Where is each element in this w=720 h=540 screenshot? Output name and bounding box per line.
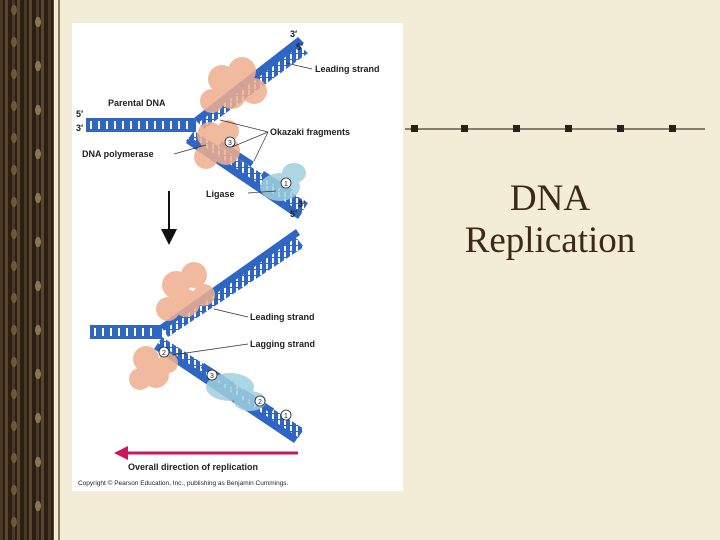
dna-polymerase-bottom-leading — [156, 262, 215, 321]
slide-title: DNA Replication — [415, 178, 685, 262]
bottom-duplex-rungs — [94, 328, 152, 336]
bottom-leader-lines — [171, 308, 249, 356]
bottom-marker-2: 2 — [254, 395, 266, 407]
parental-duplex-top — [86, 118, 196, 132]
svg-text:1: 1 — [284, 181, 288, 188]
end-5-bottom: 5′ — [290, 209, 297, 219]
decorative-texture-band — [0, 0, 54, 540]
bottom-replication-fork: 2 3 2 1 Leading strand — [90, 229, 315, 443]
bottom-marker-2b: 2 — [158, 346, 170, 358]
svg-text:3: 3 — [228, 140, 232, 147]
bottom-marker-1: 1 — [280, 409, 292, 421]
svg-text:3: 3 — [210, 373, 214, 380]
label-dna-polymerase: DNA polymerase — [82, 149, 154, 159]
figure-svg: 3 1 3′ 5′ Leading strand — [76, 29, 380, 487]
dotted-divider — [405, 125, 705, 132]
end-5-top: 5′ — [296, 42, 303, 52]
parental-duplex-rungs — [90, 121, 188, 129]
label-okazaki-fragments: Okazaki fragments — [270, 127, 350, 137]
label-leading-strand-bottom: Leading strand — [250, 312, 315, 322]
top-leader-lines — [173, 62, 313, 194]
title-line-2: Replication — [464, 220, 636, 261]
dna-polymerase-bottom-lagging — [129, 346, 178, 390]
svg-text:1: 1 — [284, 413, 288, 420]
end-3-top: 3′ — [290, 29, 297, 39]
marker-1: 1 — [280, 177, 292, 189]
title-line-1: DNA — [509, 178, 591, 219]
label-lagging-strand: Lagging strand — [250, 339, 315, 349]
end-3-left: 3′ — [76, 123, 83, 133]
label-ligase: Ligase — [206, 189, 235, 199]
label-parental-dna: Parental DNA — [108, 98, 166, 108]
label-overall-direction: Overall direction of replication — [128, 462, 258, 472]
copyright-text: Copyright © Pearson Education, Inc., pub… — [78, 479, 289, 487]
end-5-left: 5′ — [76, 109, 83, 119]
svg-text:2: 2 — [258, 399, 262, 406]
dna-polymerase-lagging — [194, 120, 240, 169]
marker-3: 3 — [224, 136, 236, 148]
bottom-marker-3: 3 — [206, 369, 218, 381]
end-3-bottom: 3′ — [298, 199, 305, 209]
left-divider-line — [58, 0, 60, 540]
top-replication-fork: 3 1 3′ 5′ Leading strand — [76, 29, 380, 219]
label-leading-strand-top: Leading strand — [315, 64, 380, 74]
dna-polymerase-leading — [200, 57, 267, 113]
overall-direction-arrow — [114, 446, 298, 460]
svg-text:2: 2 — [162, 350, 166, 357]
dna-replication-figure: 3 1 3′ 5′ Leading strand — [72, 23, 403, 491]
